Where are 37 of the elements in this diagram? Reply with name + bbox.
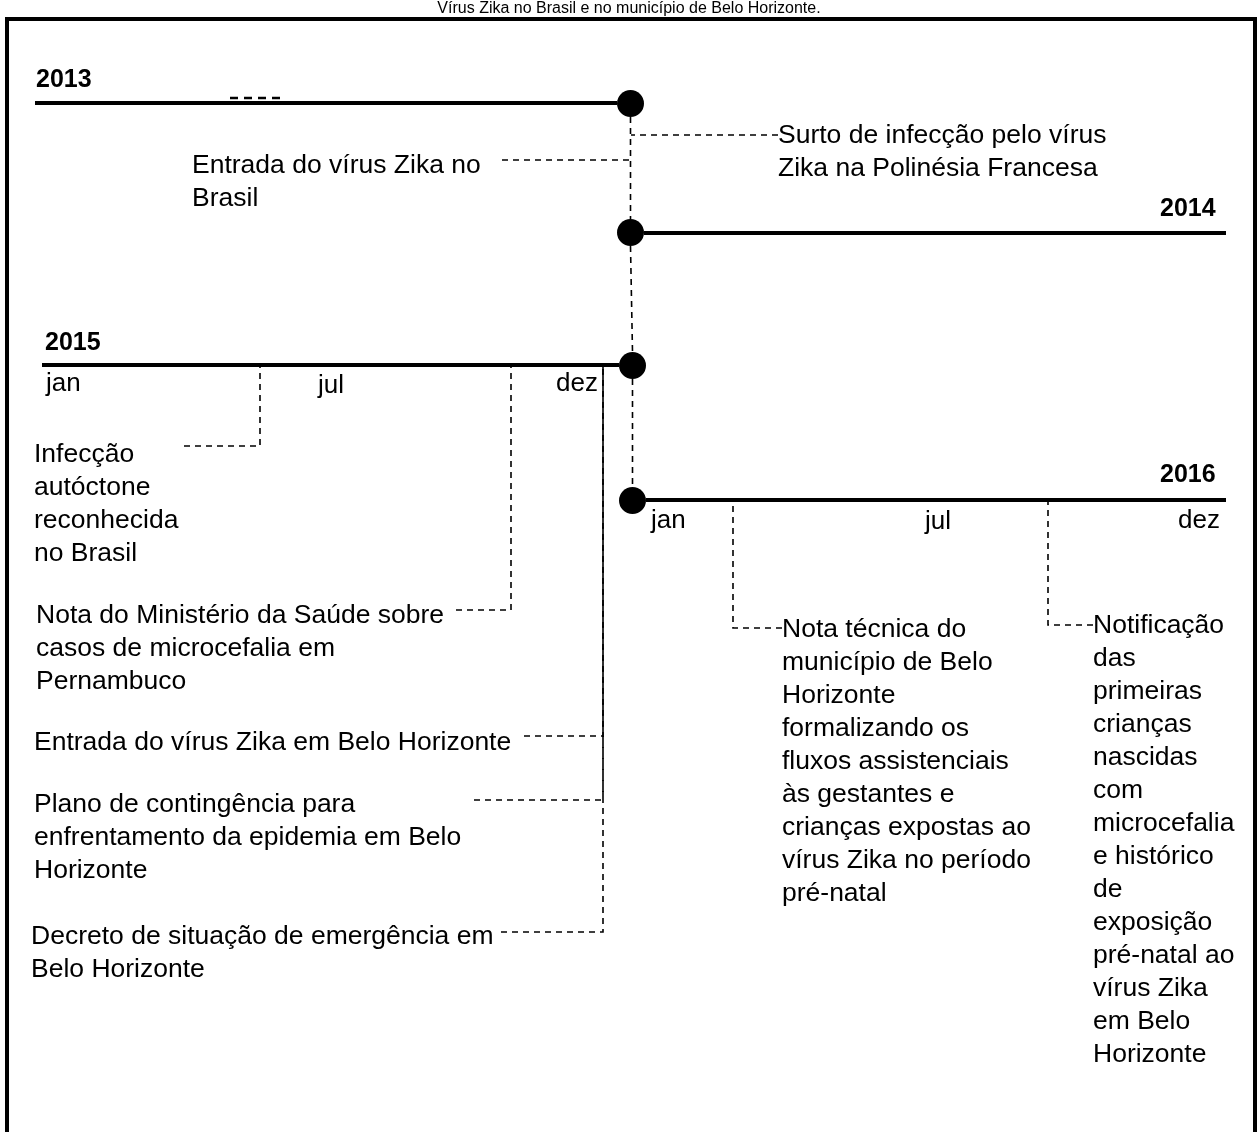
event-text: Entrada do vírus Zika em Belo Horizonte: [34, 725, 524, 758]
month-label: jan: [651, 505, 686, 533]
timeline-bar: [644, 231, 1226, 235]
timeline-dot: [617, 219, 644, 246]
title: Vírus Zika no Brasil e no município de Belo Horizonte.: [436, 0, 822, 16]
event-text: Infecção autóctone reconhecida no Brasil: [34, 437, 184, 569]
event-text: Surto de infecção pelo vírus Zika na Polinésia Francesa: [778, 118, 1123, 184]
event-text: Entrada do vírus Zika no Brasil: [192, 148, 502, 214]
month-label: jan: [46, 368, 81, 396]
leader-line: [629, 116, 632, 220]
year-label: 2013: [36, 64, 92, 92]
month-label: dez: [556, 368, 598, 396]
leader-line: [183, 366, 261, 447]
timeline-bar: [42, 363, 619, 367]
leader-line: [500, 366, 604, 933]
event-text: Nota do Ministério da Saúde sobre casos de microcefalia em Pernambuco: [36, 598, 456, 697]
timeline-bar: [646, 498, 1226, 502]
event-text: Notificação das primeiras crianças nascidas com microcefalia e histórico de exposição pré-natal ao vírus Zika em Belo Horizonte: [1093, 608, 1236, 1070]
year-label: 2016: [1160, 459, 1216, 487]
timeline-dot: [619, 487, 646, 514]
event-text: Decreto de situação de emergência em Belo Horizonte: [31, 919, 501, 985]
month-label: jul: [925, 506, 951, 534]
year-label: 2015: [45, 327, 101, 355]
event-text: Nota técnica do município de Belo Horizonte formalizando os fluxos assistenciais às gestantes e crianças expostas ao vírus Zika no período pré-natal: [782, 612, 1034, 909]
timeline-dot: [617, 90, 644, 117]
leader-line: [473, 366, 604, 801]
month-label: dez: [1178, 505, 1220, 533]
month-label: jul: [318, 370, 344, 398]
leader-line: [630, 134, 779, 136]
timeline-bar: [35, 101, 617, 105]
timeline-dot: [619, 352, 646, 379]
event-text: Plano de contingência para enfrentamento da epidemia em Belo Horizonte: [34, 787, 474, 886]
leader-line: [1047, 501, 1094, 626]
year-label: 2014: [1160, 193, 1216, 221]
leader-line: [629, 245, 634, 353]
leader-line: [455, 366, 512, 611]
leader-line: [501, 159, 632, 161]
